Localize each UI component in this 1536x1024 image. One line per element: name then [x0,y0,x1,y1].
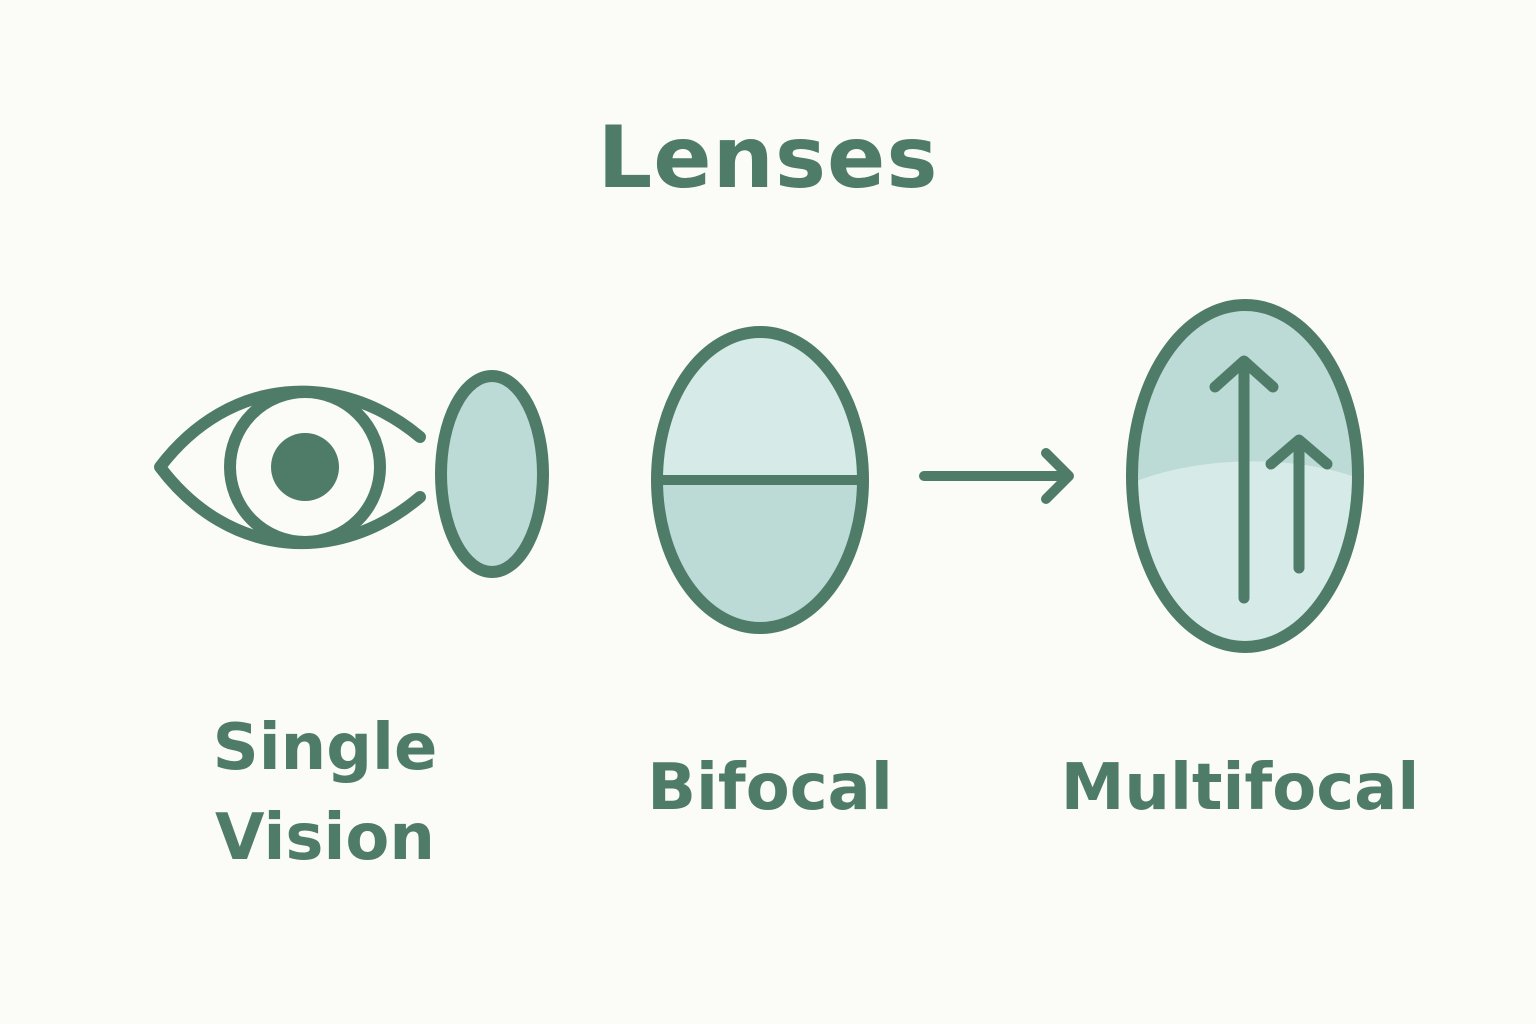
arrow-right-icon [919,448,1074,504]
label-bifocal: Bifocal [647,751,893,825]
bifocal-lens-icon [651,326,869,634]
label-single-vision: Single Vision [160,700,490,886]
label-line-2: Vision [215,801,435,875]
page-title: Lenses [597,108,939,208]
eye-icon [154,385,426,549]
contact-lens-icon [435,370,549,578]
multifocal-lens-icon [1126,299,1364,653]
label-multifocal: Multifocal [1060,751,1420,825]
label-line-1: Single [212,711,438,785]
